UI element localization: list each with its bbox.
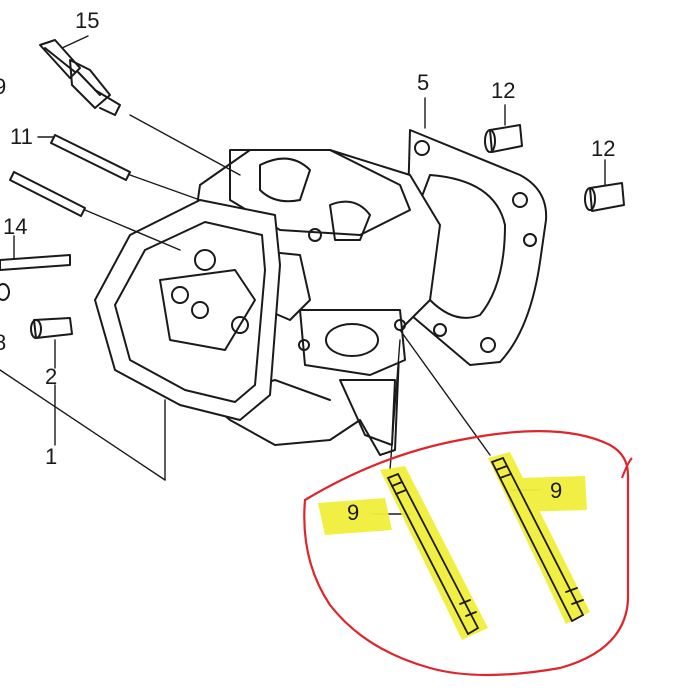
spark-plug (39, 39, 121, 116)
red-circle-tail (621, 457, 633, 479)
label-stud-upper: 11 (10, 124, 33, 149)
label-pin-right: 12 (591, 136, 616, 161)
valve-cover (94, 199, 281, 421)
label-bolt-left: 9 (347, 500, 360, 525)
red-circle-annotation (303, 430, 630, 677)
dowel-pin-left (30, 317, 73, 339)
label-gasket: 5 (417, 70, 430, 95)
label-spark-plug: 15 (75, 8, 100, 33)
label-cylinder-head: 1 (45, 444, 58, 469)
label-stud-left: 14 (3, 214, 28, 239)
stud-left (0, 254, 71, 301)
label-pin-upper: 12 (491, 78, 516, 103)
dowel-pin-right (584, 182, 625, 212)
dowel-pin-upper (484, 124, 523, 153)
label-edge-bottom: 8 (0, 330, 7, 355)
bolt-right (490, 456, 585, 623)
label-bolt-right: 9 (550, 478, 563, 503)
bolt-left (386, 472, 480, 636)
label-edge-top: 9 (0, 74, 7, 99)
stud-upper-pair (9, 134, 131, 217)
label-dowel-pin: 2 (45, 364, 58, 389)
leader-lines (0, 35, 606, 515)
